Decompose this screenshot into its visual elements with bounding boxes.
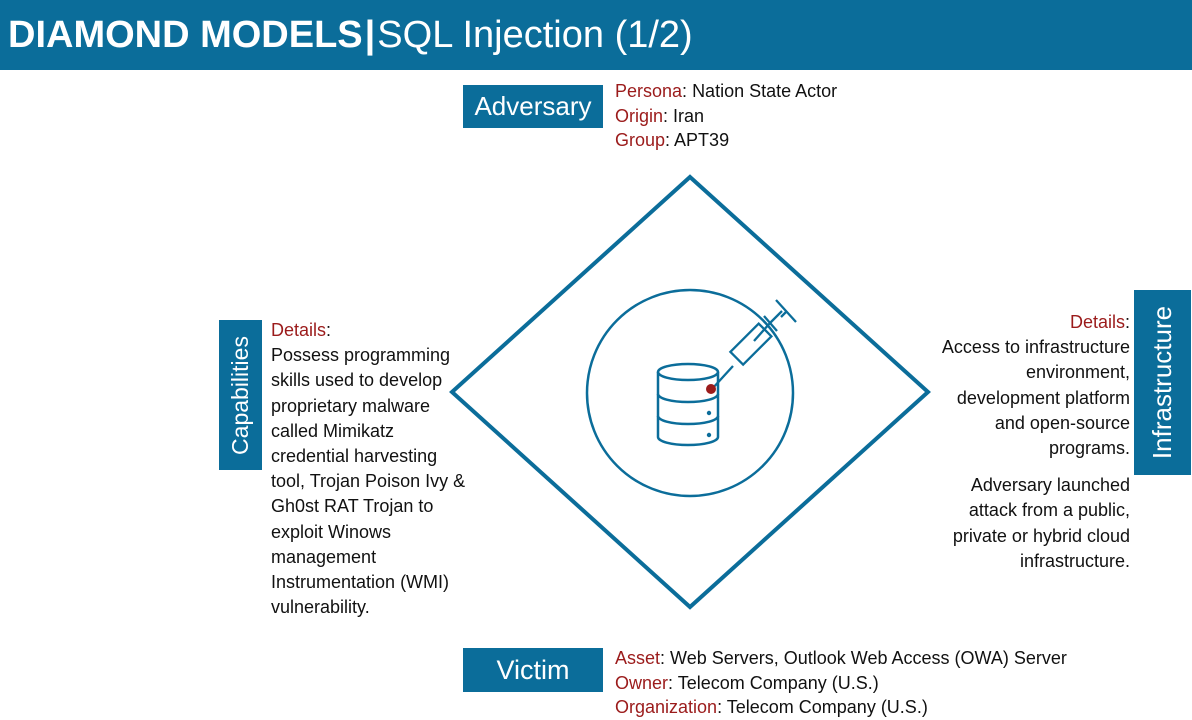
infrastructure-details-key: Details — [1069, 312, 1125, 332]
asset-row: Asset: Web Servers, Outlook Web Access (… — [615, 648, 1067, 668]
owner-row: Owner: Telecom Company (U.S.) — [615, 672, 879, 693]
owner-key: Owner — [615, 672, 669, 693]
victim-info: Asset: Web Servers, Outlook Web Access (… — [615, 646, 1067, 720]
infrastructure-box: Infrastructure — [1134, 290, 1191, 475]
persona-value: Nation State Actor — [692, 81, 838, 101]
victim-box: Victim — [463, 648, 603, 692]
database-icon — [656, 362, 720, 447]
header-bar: DIAMOND MODELS|SQL Injection (1/2) — [0, 0, 1192, 70]
page-subtitle: SQL Injection (1/2) — [377, 13, 693, 56]
center-circle — [585, 288, 795, 498]
adversary-box: Adversary — [463, 85, 603, 128]
organization-key: Organization — [615, 697, 718, 717]
infrastructure-details-text-2: Adversary launched attack from a public,… — [952, 475, 1130, 571]
adversary-info: Persona: Nation State Actor Origin: Iran… — [615, 79, 837, 153]
group-key: Group — [615, 130, 666, 150]
diamond-shape — [449, 174, 931, 610]
capabilities-details: Details: Possess programming skills used… — [271, 318, 471, 620]
page-title: DIAMOND MODELS — [8, 13, 363, 56]
organization-row: Organization: Telecom Company (U.S.) — [615, 697, 928, 717]
title-separator: | — [364, 13, 376, 56]
origin-value: Iran — [673, 105, 705, 126]
origin-key: Origin — [615, 105, 664, 126]
asset-key: Asset — [615, 648, 661, 668]
infrastructure-label: Infrastructure — [1147, 305, 1178, 460]
organization-value: Telecom Company (U.S.) — [726, 697, 928, 717]
capabilities-box: Capabilities — [219, 320, 262, 470]
group-value: APT39 — [674, 130, 730, 150]
asset-value: Web Servers, Outlook Web Access (OWA) Se… — [670, 648, 1067, 668]
capabilities-label: Capabilities — [227, 335, 253, 455]
capabilities-details-key: Details — [271, 320, 327, 340]
injection-point — [706, 384, 716, 394]
syringe-icon — [711, 299, 797, 390]
origin-row: Origin: Iran — [615, 105, 705, 126]
group-row: Group: APT39 — [615, 130, 730, 150]
persona-key: Persona — [615, 81, 683, 101]
persona-row: Persona: Nation State Actor — [615, 81, 838, 101]
owner-value: Telecom Company (U.S.) — [677, 672, 879, 693]
infrastructure-details: Details: Access to infrastructure enviro… — [930, 310, 1130, 574]
infrastructure-details-text: Access to infrastructure environment, de… — [941, 337, 1130, 459]
capabilities-details-text: Possess programming skills used to devel… — [271, 345, 466, 618]
